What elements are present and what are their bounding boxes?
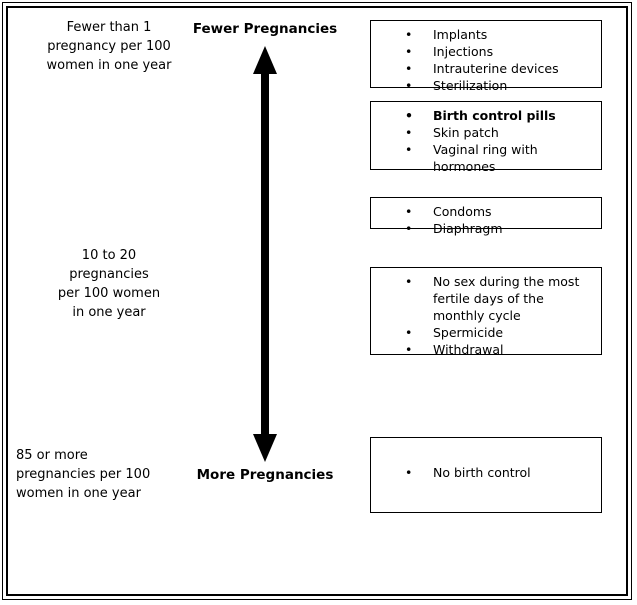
bullet-icon: •: [405, 221, 413, 236]
method-list-item: • Sterilization: [405, 77, 595, 94]
inner-frame-border: [6, 6, 628, 596]
scale-label-line: pregnancies per 100: [16, 467, 151, 482]
method-list-item: • Spermicide: [405, 324, 595, 341]
double-headed-arrow-icon: [240, 44, 290, 464]
method-list: • Condoms • Diaphragm: [371, 198, 601, 241]
method-list-item: • Vaginal ring with hormones: [405, 141, 595, 175]
bullet-icon: •: [405, 108, 413, 123]
method-label: No sex during the most fertile days of t…: [433, 274, 580, 323]
bullet-icon: •: [405, 44, 413, 59]
method-label: Vaginal ring with hormones: [433, 142, 538, 174]
method-list-item: • No sex during the most fertile days of …: [405, 273, 595, 324]
method-list-item: • No birth control: [405, 464, 595, 481]
scale-label-most-effective: Fewer than 1 pregnancy per 100 women in on…: [14, 18, 204, 75]
bullet-icon: •: [405, 27, 413, 42]
scale-label-line: women in one year: [16, 486, 141, 501]
bullet-icon: •: [405, 125, 413, 140]
bullet-icon: •: [405, 204, 413, 219]
bullet-icon: •: [405, 78, 413, 93]
method-list-item: • Withdrawal: [405, 341, 595, 358]
scale-label-line: pregnancy per 100: [47, 39, 171, 54]
bullet-icon: •: [405, 142, 413, 157]
method-group-barrier: • Condoms • Diaphragm: [370, 197, 602, 236]
method-list-item: • Diaphragm: [405, 220, 595, 237]
outer-frame-border: [2, 2, 632, 600]
axis-caption-more-pregnancies: More Pregnancies: [196, 467, 334, 483]
method-list: • Birth control pills • Skin patch • Vaginal …: [371, 102, 601, 179]
method-group-none: • No birth control: [370, 437, 602, 513]
method-label: Injections: [433, 44, 494, 59]
method-group-behavioral: • No sex during the most fertile days of …: [370, 267, 602, 357]
scale-label-least-effective: 85 or more pregnancies per 100 women in on…: [16, 446, 206, 503]
method-label: Diaphragm: [433, 221, 503, 236]
method-label: Implants: [433, 27, 488, 42]
method-group-hormonal: • Birth control pills • Skin patch • Vaginal …: [370, 101, 602, 174]
method-list-item: • Injections: [405, 43, 595, 60]
method-label: Condoms: [433, 204, 492, 219]
method-label: No birth control: [433, 465, 531, 480]
method-label: Birth control pills: [433, 108, 556, 123]
method-list-item: • Condoms: [405, 203, 595, 220]
method-label: Spermicide: [433, 325, 504, 340]
bullet-icon: •: [405, 274, 413, 289]
method-list: • Implants • Injections • Intrauterine device…: [371, 21, 601, 98]
scale-label-line: per 100 women: [57, 286, 161, 301]
method-list: • No sex during the most fertile days of …: [371, 268, 601, 362]
bullet-icon: •: [405, 342, 413, 357]
method-list-item: • Skin patch: [405, 124, 595, 141]
method-label: Withdrawal: [433, 342, 504, 357]
axis-caption-fewer-pregnancies: Fewer Pregnancies: [192, 21, 338, 37]
scale-label-line: 10 to 20: [81, 248, 137, 263]
bullet-icon: •: [405, 465, 413, 480]
scale-label-line: pregnancies: [69, 267, 149, 282]
method-label: Sterilization: [433, 78, 508, 93]
method-list: • No birth control: [371, 438, 601, 485]
scale-label-line: women in one year: [46, 58, 172, 73]
method-label: Intrauterine devices: [433, 61, 559, 76]
method-list-item: • Intrauterine devices: [405, 60, 595, 77]
bullet-icon: •: [405, 61, 413, 76]
method-list-item: • Birth control pills: [405, 107, 595, 124]
method-list-item: • Implants: [405, 26, 595, 43]
scale-label-line: in one year: [72, 305, 146, 320]
scale-label-line: Fewer than 1: [66, 20, 152, 35]
bullet-icon: •: [405, 325, 413, 340]
scale-label-moderately-effective: 10 to 20 pregnancies per 100 women in one y…: [14, 246, 204, 322]
method-group-most-effective: • Implants • Injections • Intrauterine device…: [370, 20, 602, 93]
method-label: Skin patch: [433, 125, 499, 140]
scale-label-line: 85 or more: [16, 448, 88, 463]
